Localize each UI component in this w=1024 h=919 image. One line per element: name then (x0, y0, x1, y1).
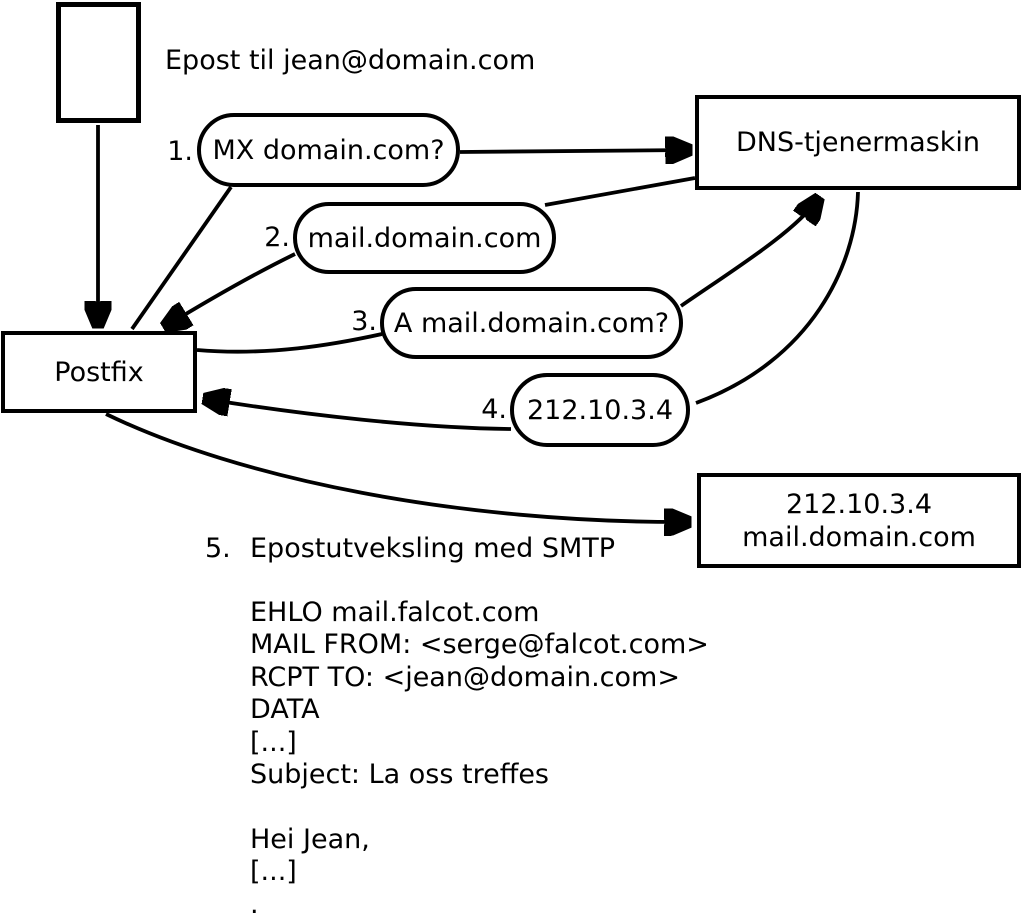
mail-server-box: 212.10.3.4 mail.domain.com (697, 473, 1021, 568)
smtp-session-block: EHLO mail.falcot.com MAIL FROM: <serge@f… (250, 597, 709, 919)
arrow-query1-to-dns (459, 150, 689, 152)
pill-a-answer: 212.10.3.4 (510, 373, 690, 447)
smtp-line: [...] (250, 856, 297, 888)
pill-a-query: A mail.domain.com? (380, 287, 683, 359)
mail-server-ip: 212.10.3.4 (786, 488, 932, 520)
pill-mx-query: MX domain.com? (197, 113, 460, 187)
pill-mx-answer-label: mail.domain.com (307, 222, 542, 254)
smtp-line: DATA (250, 694, 320, 726)
step-number-3: 3. (351, 306, 377, 337)
dns-server-label: DNS-tjenermaskin (735, 127, 981, 158)
smtp-line: . (250, 888, 259, 919)
step-5-caption: Epostutveksling med SMTP (250, 533, 616, 564)
arrow-query3-to-dns (679, 199, 818, 308)
line-query1-from-postfix (130, 185, 233, 331)
dns-server-box: DNS-tjenermaskin (695, 95, 1021, 190)
line-response2-from-dns (544, 176, 696, 207)
smtp-line: Subject: La oss treffes (250, 758, 550, 790)
pill-mx-query-label: MX domain.com? (212, 134, 445, 166)
pill-mx-answer: mail.domain.com (293, 202, 556, 274)
pill-a-answer-label: 212.10.3.4 (527, 394, 673, 426)
step-number-1: 1. (167, 136, 193, 167)
arrow-response2-to-postfix (166, 252, 296, 326)
pill-a-query-label: A mail.domain.com? (393, 307, 670, 339)
postfix-box: Postfix (1, 331, 197, 413)
line-query3-from-postfix (196, 332, 383, 354)
smtp-line: [...] (250, 726, 297, 758)
line-response4-from-dns (695, 191, 860, 405)
postfix-label: Postfix (54, 356, 144, 388)
smtp-line: EHLO mail.falcot.com (250, 597, 540, 628)
envelope-box (56, 2, 141, 123)
mail-server-hostname: mail.domain.com (742, 521, 976, 553)
smtp-line: RCPT TO: <jean@domain.com> (250, 661, 680, 693)
smtp-line: Hei Jean, (250, 823, 370, 855)
email-title: Epost til jean@domain.com (165, 45, 536, 76)
step-number-4: 4. (481, 394, 507, 425)
step-number-2: 2. (264, 222, 290, 253)
arrow-smtp-to-mailserver (105, 412, 688, 522)
smtp-line: MAIL FROM: <serge@falcot.com> (250, 629, 709, 661)
arrow-response4-to-postfix (206, 399, 512, 431)
step-number-5: 5. (205, 533, 231, 564)
smtp-line (250, 791, 709, 823)
